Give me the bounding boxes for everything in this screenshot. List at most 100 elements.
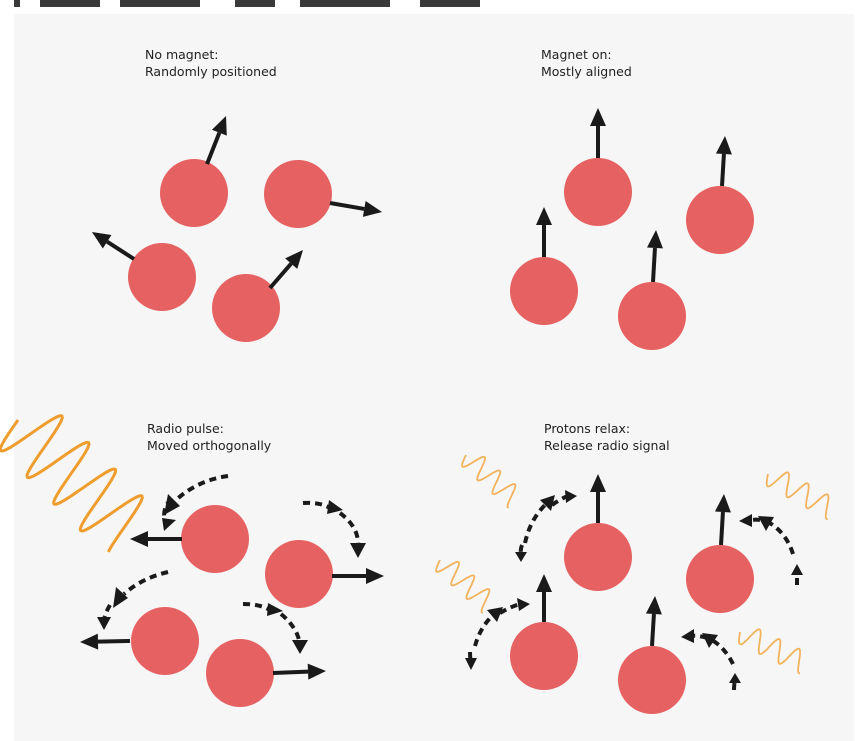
rotation-arrow-head [540,495,555,511]
radio-signal-wave-icon [738,628,801,675]
proton-circle [131,607,199,675]
rotation-arrow-dashes [338,511,361,549]
spin-arrow-head [80,633,99,650]
rotation-arrow-head [327,500,343,514]
proton-circle [181,505,249,573]
spin-arrow-shaft [651,247,657,283]
proton-circle [564,158,632,226]
rotation-arrow-head [292,640,308,654]
spin-arrow-head [307,663,326,680]
spin-arrow-shaft [650,613,656,647]
spin-arrow-head [362,201,382,217]
rotation-arrow-dashes [473,614,494,647]
spin-arrow-shaft [329,201,365,211]
proton-circle [618,282,686,350]
rotation-arrow-dashes [747,517,761,523]
caption-no-magnet-title: No magnet: [145,47,219,62]
spin-arrow-head [715,136,732,155]
proton-circle [510,257,578,325]
spin-arrow-head [366,568,384,584]
rotation-arrow-head [487,607,503,622]
caption-protons-relax-title: Protons relax: [544,421,631,436]
caption-protons-relax: Protons relax: Release radio signal [544,420,670,454]
radio-signal-wave-icon [435,559,491,614]
spin-arrow-head [285,250,303,269]
proton-circle [510,622,578,690]
proton-circle [265,540,333,608]
rotation-arrow-dashes [242,602,272,612]
rotation-arrow-head [465,658,477,670]
spin-arrow-head [590,474,606,492]
rotation-arrow-head [681,629,694,643]
rotation-arrow-head [729,673,741,683]
rotation-arrow-dashes [766,520,795,555]
spin-arrow-head [92,232,112,249]
caption-protons-relax-subtitle: Release radio signal [544,438,670,453]
caption-no-magnet: No magnet: Randomly positioned [145,46,277,80]
rotation-arrow-head [350,543,366,558]
rotation-arrow-head [758,516,774,531]
spin-arrow-shaft [272,669,309,675]
rotation-arrow-head [517,598,530,611]
proton-circle [212,274,280,342]
spin-arrow-shaft [205,132,222,165]
caption-radio-pulse: Radio pulse: Moved orthogonally [147,420,271,454]
spin-arrow-head [211,116,227,136]
caption-magnet-on-title: Magnet on: [541,47,612,62]
radio-signal-wave-icon [461,454,517,509]
cropped-text-fragment [120,0,200,7]
proton-circle [264,160,332,228]
proton-circle [206,639,274,707]
proton-circle [128,243,196,311]
rotation-arrow-head [515,552,527,562]
radio-pulse-wave-icon [0,414,144,553]
rotation-arrow-dashes [122,570,169,596]
caption-magnet-on: Magnet on: Mostly aligned [541,46,632,80]
rotation-arrow-dashes [302,500,332,510]
rotation-arrow-head [164,494,180,515]
spin-arrow-head [130,531,148,547]
caption-radio-pulse-subtitle: Moved orthogonally [147,438,272,453]
cropped-text-fragment [420,0,480,7]
proton-circle [618,646,686,714]
cropped-text-fragment [14,0,20,7]
rotation-arrow-head [113,587,128,608]
spin-arrow-shaft [97,639,131,644]
spin-arrow-head [536,574,552,592]
spin-arrow-head [646,230,663,249]
rotation-arrow-head [739,514,752,527]
spin-arrow-head [536,207,552,225]
rotation-arrow-dashes [498,602,521,615]
rotation-arrow-head [791,564,803,575]
rotation-arrow-head [162,518,176,531]
cropped-text-fragment [235,0,275,7]
cropped-text-fragment [40,0,100,7]
rotation-arrow-head [97,617,111,630]
spin-arrow-shaft [719,511,725,546]
rotation-arrow-dashes [174,474,229,502]
caption-radio-pulse-title: Radio pulse: [147,421,224,436]
rotation-arrow-dashes [518,544,524,557]
rotation-arrow-dashes [732,679,737,691]
rotation-arrow-dashes [523,503,547,544]
spin-arrow-head [645,596,662,615]
cropped-text-fragment [300,0,390,7]
caption-no-magnet-subtitle: Randomly positioned [145,64,277,79]
proton-circle [160,159,228,227]
caption-magnet-on-subtitle: Mostly aligned [541,64,632,79]
proton-circle [686,545,754,613]
proton-circle [686,186,754,254]
spin-arrow-shaft [268,262,293,290]
spin-arrow-head [590,108,606,126]
rotation-arrow-dashes [279,612,302,646]
spin-arrow-shaft [106,240,136,261]
rotation-arrow-head [267,603,283,616]
proton-circle [564,523,632,591]
rotation-arrow-dashes [710,638,735,665]
top-edge [0,0,855,10]
spin-arrow-shaft [720,153,726,187]
radio-signal-wave-icon [765,471,830,521]
rotation-arrow-head [565,490,577,503]
spin-arrow-head [714,494,731,513]
